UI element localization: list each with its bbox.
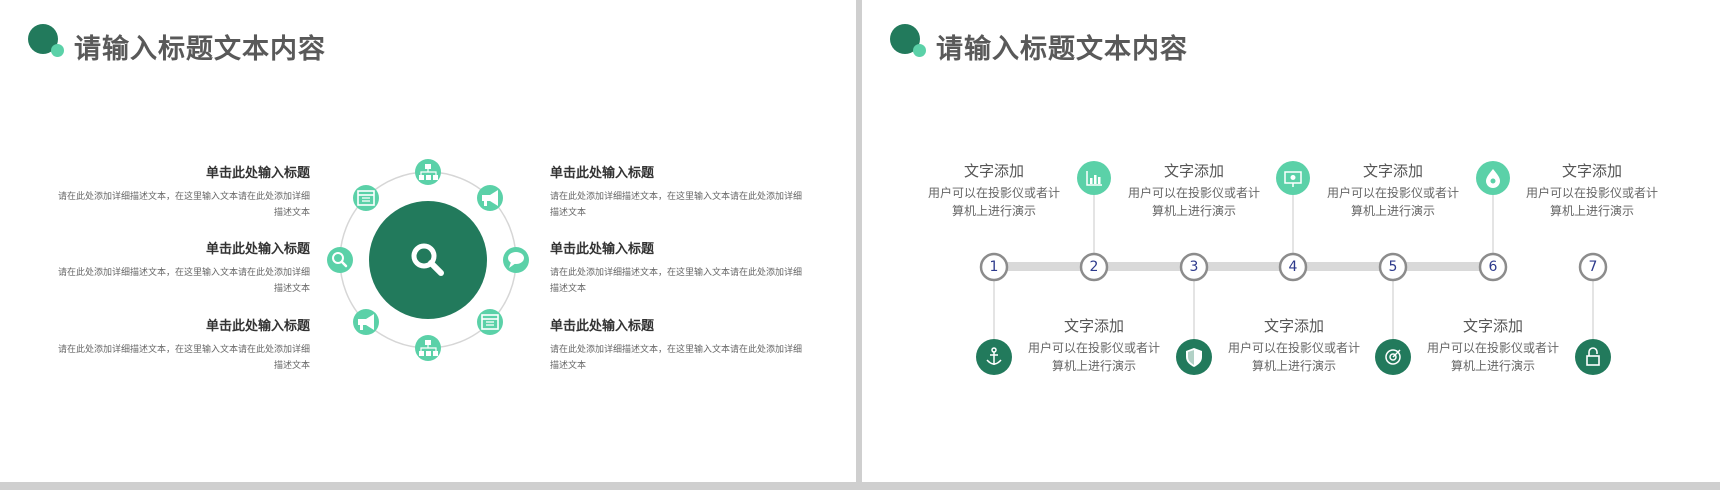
item-desc: 请在此处添加详细描述文本，在这里输入文本请在此处添加详细描述文本 — [57, 192, 310, 218]
item-title: 单击此处输入标题 — [550, 166, 655, 181]
item-desc: 用户可以在投影仪或者计算机上进行演示 — [1326, 186, 1459, 218]
node-number: 7 — [1588, 259, 1598, 275]
timeline-node-1 — [979, 252, 1009, 282]
page-title: 请输入标题文本内容 — [936, 34, 1188, 65]
timeline-node-6 — [1478, 252, 1508, 282]
item-title: 文字添加 — [1362, 162, 1423, 180]
item-desc: 请在此处添加详细描述文本，在这里输入文本请在此处添加详细描述文本 — [550, 345, 803, 371]
item-title: 文字添加 — [1263, 317, 1324, 335]
item-title: 文字添加 — [1462, 317, 1523, 335]
item-title: 单击此处输入标题 — [205, 319, 310, 334]
node-number: 3 — [1189, 259, 1199, 275]
presentation-icon — [1276, 161, 1310, 195]
item-desc: 请在此处添加详细描述文本，在这里输入文本请在此处添加详细描述文本 — [57, 268, 310, 294]
item-title: 文字添加 — [1063, 317, 1124, 335]
anchor-icon — [976, 339, 1012, 375]
title-logo — [28, 24, 68, 64]
item-desc: 请在此处添加详细描述文本，在这里输入文本请在此处添加详细描述文本 — [57, 345, 310, 371]
timeline-text-top-4: 文字添加 用户可以在投影仪或者计算机上进行演示 — [1522, 160, 1662, 220]
text-block-2: 单击此处输入标题 请在此处添加详细描述文本，在这里输入文本请在此处添加详细描述文… — [50, 238, 310, 297]
item-title: 单击此处输入标题 — [205, 166, 310, 181]
item-desc: 请在此处添加详细描述文本，在这里输入文本请在此处添加详细描述文本 — [550, 268, 803, 294]
slide-right: 请输入标题文本内容 — [862, 0, 1720, 482]
target-icon — [1375, 339, 1411, 375]
timeline-text-top-3: 文字添加 用户可以在投影仪或者计算机上进行演示 — [1323, 160, 1463, 220]
slide-left: 请输入标题文本内容 单击此处输入标题 请在此处添加详细描述文本，在这里输入文本请… — [0, 0, 856, 482]
megaphone-icon — [353, 309, 379, 335]
org-chart-icon — [415, 159, 441, 185]
node-number: 4 — [1288, 259, 1298, 275]
timeline-node-2 — [1079, 252, 1109, 282]
text-block-6: 单击此处输入标题 请在此处添加详细描述文本，在这里输入文本请在此处添加详细描述文… — [550, 315, 810, 374]
timeline-node-3 — [1179, 252, 1209, 282]
calendar-icon — [353, 185, 379, 211]
item-title: 单击此处输入标题 — [550, 319, 655, 334]
timeline-text-bottom-1: 文字添加 用户可以在投影仪或者计算机上进行演示 — [1024, 315, 1164, 375]
page-title: 请输入标题文本内容 — [74, 34, 326, 65]
item-desc: 用户可以在投影仪或者计算机上进行演示 — [1227, 341, 1360, 373]
timeline-node-5 — [1378, 252, 1408, 282]
timeline-diagram — [976, 161, 1611, 375]
timeline-text-bottom-3: 文字添加 用户可以在投影仪或者计算机上进行演示 — [1423, 315, 1563, 375]
item-title: 单击此处输入标题 — [205, 242, 310, 257]
text-block-3: 单击此处输入标题 请在此处添加详细描述文本，在这里输入文本请在此处添加详细描述文… — [50, 315, 310, 374]
node-number: 6 — [1488, 259, 1498, 275]
timeline-node-7 — [1578, 252, 1608, 282]
node-number: 2 — [1089, 259, 1099, 275]
timeline-track — [992, 262, 1482, 271]
title-logo — [890, 24, 930, 64]
item-title: 文字添加 — [963, 162, 1024, 180]
megaphone-icon — [477, 185, 503, 211]
item-desc: 用户可以在投影仪或者计算机上进行演示 — [1525, 186, 1658, 218]
chat-icon — [503, 247, 529, 273]
droplet-icon — [1476, 161, 1510, 195]
bar-chart-icon — [1077, 161, 1111, 195]
timeline-text-top-1: 文字添加 用户可以在投影仪或者计算机上进行演示 — [924, 160, 1064, 220]
center-search-icon — [369, 201, 487, 319]
item-title: 文字添加 — [1163, 162, 1224, 180]
search-icon — [327, 247, 353, 273]
item-title: 文字添加 — [1561, 162, 1622, 180]
item-desc: 请在此处添加详细描述文本，在这里输入文本请在此处添加详细描述文本 — [550, 192, 803, 218]
text-block-4: 单击此处输入标题 请在此处添加详细描述文本，在这里输入文本请在此处添加详细描述文… — [550, 162, 810, 221]
lock-icon — [1575, 339, 1611, 375]
text-block-1: 单击此处输入标题 请在此处添加详细描述文本，在这里输入文本请在此处添加详细描述文… — [50, 162, 310, 221]
item-desc: 用户可以在投影仪或者计算机上进行演示 — [1027, 341, 1160, 373]
timeline-text-top-2: 文字添加 用户可以在投影仪或者计算机上进行演示 — [1124, 160, 1264, 220]
text-block-5: 单击此处输入标题 请在此处添加详细描述文本，在这里输入文本请在此处添加详细描述文… — [550, 238, 810, 297]
timeline-node-4 — [1278, 252, 1308, 282]
timeline-text-bottom-2: 文字添加 用户可以在投影仪或者计算机上进行演示 — [1224, 315, 1364, 375]
shield-icon — [1176, 339, 1212, 375]
node-number: 1 — [989, 259, 999, 275]
item-title: 单击此处输入标题 — [550, 242, 655, 257]
item-desc: 用户可以在投影仪或者计算机上进行演示 — [1127, 186, 1260, 218]
item-desc: 用户可以在投影仪或者计算机上进行演示 — [927, 186, 1060, 218]
calendar-icon — [477, 309, 503, 335]
org-chart-icon — [415, 335, 441, 361]
node-number: 5 — [1388, 259, 1398, 275]
item-desc: 用户可以在投影仪或者计算机上进行演示 — [1426, 341, 1559, 373]
cycle-diagram — [327, 159, 529, 361]
